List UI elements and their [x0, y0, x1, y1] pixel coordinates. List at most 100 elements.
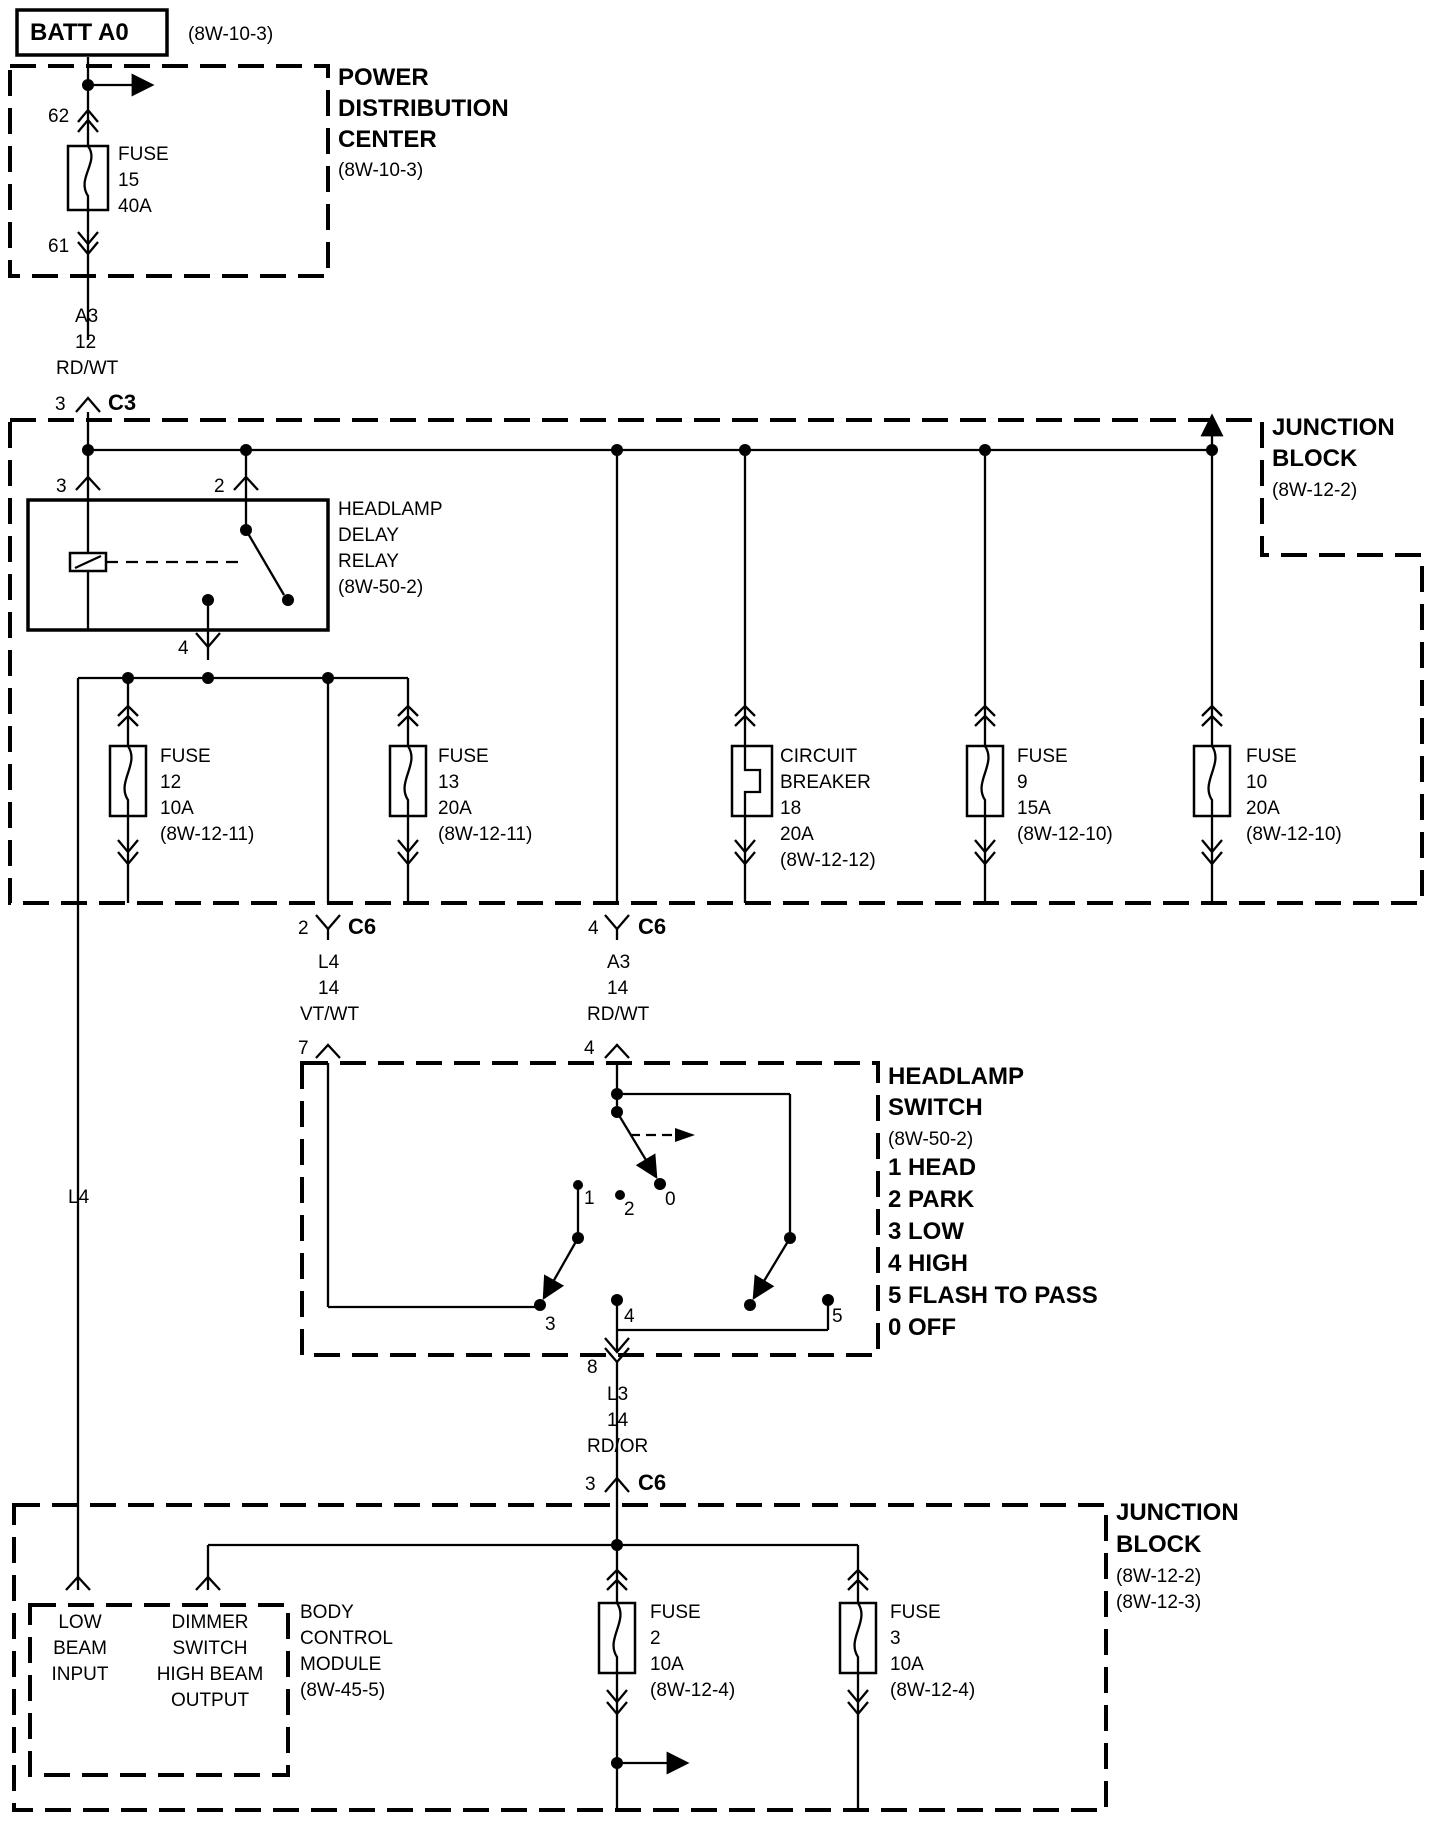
wire-a3-color: RD/WT	[56, 358, 119, 379]
body-control-module	[28, 1603, 290, 1777]
bcm-low-1: LOW	[58, 1612, 101, 1633]
relay-label-1: HEADLAMP	[338, 499, 443, 520]
jb2-ref-2: (8W-12-3)	[1116, 1592, 1201, 1613]
c6-a-name: C6	[348, 914, 376, 939]
bcm-low-2: BEAM	[53, 1638, 107, 1659]
wire-a3-name-lower: A3	[607, 952, 630, 973]
jb2-boundary	[12, 1503, 1108, 1812]
fuse-12-ref: (8W-12-11)	[160, 824, 254, 845]
wire-a3-gauge: 12	[75, 332, 96, 353]
relay-pin-2: 2	[214, 476, 225, 497]
pdc-fuse-rating: 40A	[118, 196, 152, 217]
pdc-boundary	[8, 64, 330, 278]
pdc-title-2: DISTRIBUTION	[338, 95, 509, 122]
fuse-2-rating: 10A	[650, 1654, 684, 1675]
fuse-10-number: 10	[1246, 772, 1267, 793]
c3-pin: 3	[55, 394, 66, 415]
fuse-10-rating: 20A	[1246, 798, 1280, 819]
switch-pin-8: 8	[587, 1357, 598, 1378]
fuse-3-ref: (8W-12-4)	[890, 1680, 975, 1701]
pdc-fuse-label: FUSE	[118, 144, 169, 165]
bcm-label-3: MODULE	[300, 1654, 381, 1675]
cb18-label-2: BREAKER	[780, 772, 871, 793]
wire-l4-label: L4	[68, 1187, 90, 1208]
c6-connector-a	[315, 914, 341, 931]
junction-block-upper: JUNCTION BLOCK (8W-12-2) 3 2 4 HEADLAMP …	[8, 412, 1424, 1555]
fuse-2-label: FUSE	[650, 1602, 701, 1623]
relay-pin-4: 4	[178, 638, 189, 659]
cb18-number: 18	[780, 798, 801, 819]
fuse-10-ref: (8W-12-10)	[1246, 824, 1342, 845]
wire-l4-gauge: 14	[318, 978, 340, 999]
c6-b-name: C6	[638, 914, 666, 939]
switch-pos-1: 1	[584, 1188, 595, 1209]
c6-c-pin: 3	[585, 1474, 596, 1495]
jb1-title-2: BLOCK	[1272, 445, 1358, 472]
c3-name: C3	[108, 390, 136, 415]
c6-a-pin: 2	[298, 918, 309, 939]
switch-legend-high: 4 HIGH	[888, 1250, 968, 1277]
switch-ref: (8W-50-2)	[888, 1129, 973, 1150]
bcm-dimmer-3: HIGH BEAM	[157, 1664, 264, 1685]
jb2-title-2: BLOCK	[1116, 1531, 1202, 1558]
bcm-dimmer-4: OUTPUT	[171, 1690, 250, 1711]
wire-a3-color-lower: RD/WT	[587, 1004, 650, 1025]
junction-block-lower: JUNCTION BLOCK (8W-12-2) (8W-12-3) LOW B…	[12, 1499, 1239, 1812]
headlamp-delay-relay	[26, 498, 330, 632]
fuse-3-number: 3	[890, 1628, 901, 1649]
fuse-3-label: FUSE	[890, 1602, 941, 1623]
c6-c-name: C6	[638, 1470, 666, 1495]
wire-a3-gauge-lower: 14	[607, 978, 629, 999]
switch-pos-0: 0	[665, 1189, 676, 1210]
wire-l4-color: VT/WT	[300, 1004, 359, 1025]
wire-l4-name: L4	[318, 952, 340, 973]
jb1-boundary	[8, 418, 1424, 905]
pdc-out-connector	[77, 231, 99, 256]
switch-legend-flash: 5 FLASH TO PASS	[888, 1282, 1098, 1309]
switch-legend-off: 0 OFF	[888, 1314, 956, 1341]
fuse-13-label: FUSE	[438, 746, 489, 767]
fuse-13-rating: 20A	[438, 798, 472, 819]
fuse-2-ref: (8W-12-4)	[650, 1680, 735, 1701]
bcm-low-3: INPUT	[52, 1664, 109, 1685]
pdc-ref: (8W-10-3)	[338, 160, 423, 181]
fuse-12-label: FUSE	[160, 746, 211, 767]
wire-a3-name: A3	[75, 306, 98, 327]
fuse-9-ref: (8W-12-10)	[1017, 824, 1113, 845]
switch-pin-4: 4	[584, 1038, 595, 1059]
wire-l3-color: RD/OR	[587, 1436, 648, 1457]
fuse-12-rating: 10A	[160, 798, 194, 819]
batt-ref: (8W-10-3)	[188, 24, 273, 45]
fuse-9-number: 9	[1017, 772, 1028, 793]
c6-connector-b	[604, 914, 630, 931]
switch-pin-7: 7	[298, 1038, 309, 1059]
pdc-pin-61: 61	[48, 236, 69, 257]
pdc-in-connector	[77, 108, 99, 133]
bcm-label-2: CONTROL	[300, 1628, 393, 1649]
jb1-ref: (8W-12-2)	[1272, 480, 1357, 501]
switch-pos-5: 5	[832, 1306, 843, 1327]
c6-b-pin: 4	[588, 918, 599, 939]
bcm-label-1: BODY	[300, 1602, 354, 1623]
batt-label: BATT A0	[30, 19, 129, 46]
headlamp-switch: HEADLAMP SWITCH (8W-50-2) 1 HEAD 2 PARK …	[300, 1061, 1098, 1364]
switch-pos-3: 3	[545, 1314, 556, 1335]
c6-pin-2-group: 2 C6 L4 14 VT/WT 7	[298, 914, 376, 1059]
c3-connector	[75, 396, 101, 413]
bcm-dimmer-1: DIMMER	[171, 1612, 248, 1633]
switch-boundary	[300, 1061, 880, 1357]
jb1-title-1: JUNCTION	[1272, 414, 1395, 441]
fuse-9-label: FUSE	[1017, 746, 1068, 767]
fuse-13-number: 13	[438, 772, 459, 793]
cb18-rating: 20A	[780, 824, 814, 845]
pdc-fuse-number: 15	[118, 170, 139, 191]
fuse-12-number: 12	[160, 772, 181, 793]
wire-l3-name: L3	[607, 1384, 628, 1405]
fuse-9-rating: 15A	[1017, 798, 1051, 819]
switch-legend-park: 2 PARK	[888, 1186, 975, 1213]
circuit-breaker-18	[730, 744, 774, 818]
cb18-label-1: CIRCUIT	[780, 746, 857, 767]
relay-label-3: RELAY	[338, 551, 399, 572]
c6-connector-c	[604, 1476, 630, 1493]
